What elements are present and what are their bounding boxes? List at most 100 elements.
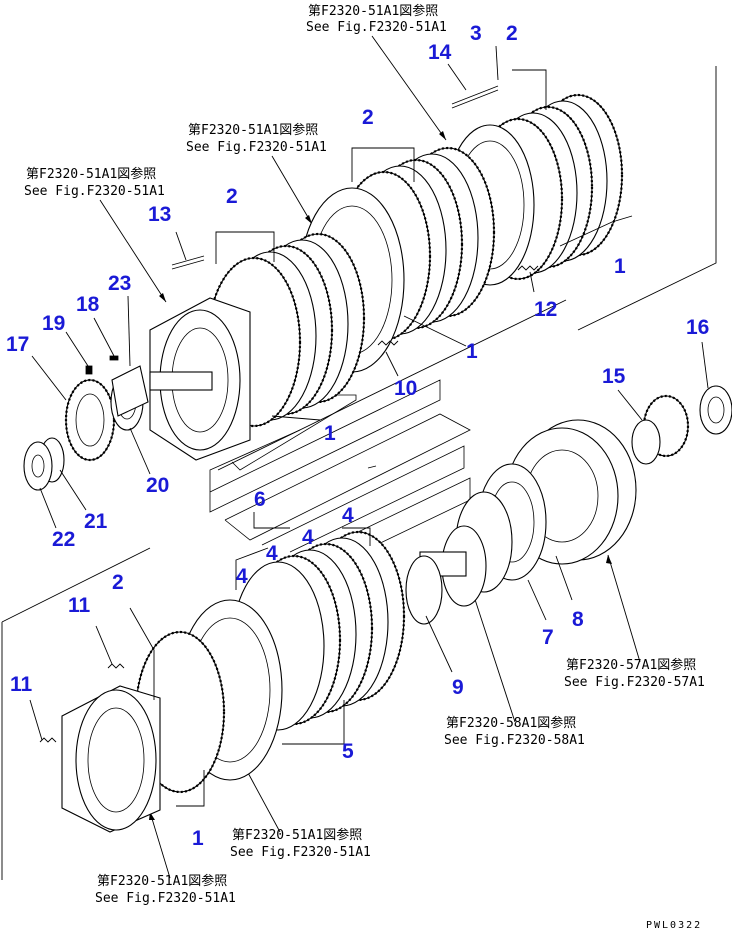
leader — [447, 63, 467, 91]
callout-number[interactable]: 3 — [470, 22, 482, 45]
callout-number[interactable]: 2 — [362, 106, 374, 129]
spring — [517, 265, 539, 271]
carrier-bore — [87, 707, 145, 813]
reference-label[interactable]: 第F2320-51A1図参照 See Fig.F2320-51A1 — [95, 873, 236, 906]
locknut — [23, 441, 53, 491]
disc-teeth — [368, 158, 464, 330]
callout-number[interactable]: 9 — [452, 676, 464, 699]
leader — [527, 579, 547, 621]
reference-en: See Fig.F2320-51A1 — [186, 140, 327, 155]
callout-number[interactable]: 1 — [192, 827, 204, 850]
callout-number[interactable]: 23 — [108, 272, 131, 295]
callout-number[interactable]: 10 — [394, 377, 417, 400]
reference-leader — [371, 35, 447, 141]
carrier-housing-left — [149, 297, 251, 461]
reference-label[interactable]: 第F2320-51A1図参照 See Fig.F2320-51A1 — [306, 3, 447, 35]
guide-outline — [209, 379, 441, 513]
bracket — [559, 215, 633, 247]
disc-teeth — [270, 232, 366, 404]
bracket — [351, 147, 415, 182]
callout-number[interactable]: 14 — [428, 41, 452, 64]
leader — [95, 625, 113, 665]
leader — [65, 331, 89, 367]
callout-number[interactable]: 6 — [254, 488, 266, 511]
leader — [403, 315, 467, 347]
reference-label[interactable]: 第F2320-51A1図参照 See Fig.F2320-51A1 — [24, 166, 165, 199]
reference-jp: 第F2320-58A1図参照 — [446, 715, 576, 731]
disc-teeth — [278, 542, 374, 714]
bracket — [215, 231, 275, 264]
reference-en: See Fig.F2320-58A1 — [444, 733, 585, 748]
callout-number[interactable]: 1 — [466, 340, 478, 363]
reference-leader — [99, 199, 167, 303]
callout-number[interactable]: 13 — [148, 203, 171, 226]
pin — [171, 259, 205, 270]
clutch-pack-upper-right — [445, 93, 624, 286]
spring — [377, 340, 399, 346]
reference-label[interactable]: 第F2320-58A1図参照 See Fig.F2320-58A1 — [444, 715, 585, 748]
bracket — [129, 607, 155, 700]
disc-teeth — [336, 170, 432, 342]
bracket — [271, 415, 321, 421]
disc-teeth — [238, 244, 334, 416]
disc-teeth — [400, 146, 496, 318]
callout-number[interactable]: 18 — [76, 293, 100, 316]
leader — [701, 341, 709, 389]
leader — [31, 355, 67, 401]
callout-number[interactable]: 4 — [266, 542, 278, 565]
reference-labels: 第F2320-51A1図参照 See Fig.F2320-51A1 第F2320… — [24, 3, 705, 906]
guide-mark — [367, 465, 377, 469]
bearing-race — [631, 419, 661, 465]
callout-leaders — [29, 45, 709, 807]
callout-number[interactable]: 11 — [10, 673, 33, 696]
callout-number[interactable]: 12 — [534, 298, 557, 321]
reference-label[interactable]: 第F2320-57A1図参照 See Fig.F2320-57A1 — [564, 657, 705, 690]
callout-number[interactable]: 4 — [302, 526, 314, 549]
callout-number[interactable]: 5 — [342, 740, 354, 763]
leader — [93, 317, 115, 357]
bolt — [109, 355, 119, 361]
leader — [29, 699, 43, 741]
callout-number[interactable]: 2 — [506, 22, 518, 45]
bracket — [176, 770, 205, 807]
reference-en: See Fig.F2320-51A1 — [230, 845, 371, 860]
callout-number[interactable]: 7 — [542, 626, 554, 649]
callout-number[interactable]: 2 — [226, 185, 238, 208]
callout-number[interactable]: 11 — [68, 594, 91, 617]
callout-number[interactable]: 2 — [112, 571, 124, 594]
drawing-code: PWL0322 — [646, 920, 702, 931]
bracket — [342, 527, 371, 546]
pin — [171, 255, 205, 266]
bearing-cup — [699, 385, 732, 435]
reference-label[interactable]: 第F2320-51A1図参照 See Fig.F2320-51A1 — [186, 122, 327, 155]
arrow-head — [305, 215, 312, 224]
clutch-pack-lower — [134, 530, 406, 794]
callout-number[interactable]: 21 — [84, 510, 108, 533]
disc-teeth — [310, 530, 406, 702]
reference-leader — [607, 554, 641, 663]
callout-number[interactable]: 19 — [42, 312, 65, 335]
pin — [451, 89, 499, 109]
clutch-pack-upper-left — [206, 232, 366, 428]
shaft — [149, 371, 213, 391]
reference-label[interactable]: 第F2320-51A1図参照 See Fig.F2320-51A1 — [230, 827, 371, 860]
callout-number[interactable]: 16 — [686, 316, 709, 339]
bracket — [235, 547, 269, 590]
arrow-head — [606, 555, 612, 564]
callout-number[interactable]: 8 — [572, 608, 584, 631]
bolt — [85, 365, 93, 375]
callout-number[interactable]: 4 — [236, 565, 248, 588]
leader — [617, 389, 643, 421]
callout-number[interactable]: 20 — [146, 474, 169, 497]
callout-number[interactable]: 1 — [324, 422, 336, 445]
callout-number[interactable]: 1 — [614, 255, 626, 278]
callout-number[interactable]: 17 — [6, 333, 29, 356]
carrier-housing-lower — [39, 663, 161, 833]
callout-number[interactable]: 15 — [602, 365, 626, 388]
leader — [555, 555, 573, 601]
callout-number[interactable]: 4 — [342, 504, 354, 527]
callout-number[interactable]: 22 — [52, 528, 75, 551]
spring — [107, 663, 125, 669]
leader — [385, 351, 399, 377]
